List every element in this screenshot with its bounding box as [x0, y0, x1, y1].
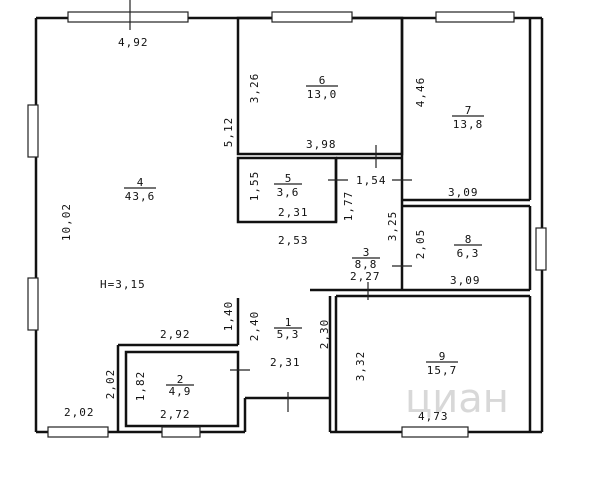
dim-2-31-room1: 2,31	[270, 356, 301, 369]
dim-4-73: 4,73	[418, 410, 449, 423]
dim-3-98: 3,98	[306, 138, 337, 151]
room-label-8: 8 6,3	[454, 233, 482, 260]
room-number: 9	[439, 350, 446, 363]
dim-bottom-2-02: 2,02	[64, 406, 95, 419]
room-label-4: 4 43,6	[124, 176, 156, 203]
dimension-labels: 4,92 10,02 2,02 2,02 5,12 2,92 1,40 3,26…	[60, 36, 481, 423]
room-number: 7	[465, 104, 472, 117]
dim-4-46: 4,46	[414, 77, 427, 108]
dim-1-55: 1,55	[248, 171, 261, 202]
room-number: 1	[285, 316, 292, 329]
dim-2-72: 2,72	[160, 408, 191, 421]
dim-1-82: 1,82	[134, 371, 147, 402]
windows	[27, 11, 547, 438]
room-labels: 1 5,3 2 4,9 3 8,8 4 43,6 5 3,6 6 13,0	[124, 74, 484, 398]
dim-3-26: 3,26	[248, 73, 261, 104]
dim-2-27: 2,27	[350, 270, 381, 283]
room-label-2: 2 4,9	[166, 373, 194, 398]
room-area: 6,3	[457, 247, 480, 260]
room-area: 3,6	[277, 186, 300, 199]
dim-2-53: 2,53	[278, 234, 309, 247]
room-area: 13,8	[453, 118, 484, 131]
dim-2-40: 2,40	[248, 311, 261, 342]
room-label-5: 5 3,6	[274, 172, 302, 199]
dim-3-09-room7: 3,09	[448, 186, 479, 199]
dim-top-4-92: 4,92	[118, 36, 149, 49]
ceiling-height: H=3,15	[100, 278, 146, 291]
dim-left-2-02: 2,02	[104, 369, 117, 400]
dim-2-92: 2,92	[160, 328, 191, 341]
room-label-1: 1 5,3	[274, 316, 302, 341]
room-number: 5	[285, 172, 292, 185]
room-area: 5,3	[277, 328, 300, 341]
room-number: 3	[363, 246, 370, 259]
room-number: 6	[319, 74, 326, 87]
dim-5-12: 5,12	[222, 117, 235, 148]
dim-3-09-room8: 3,09	[450, 274, 481, 287]
room-area: 43,6	[125, 190, 156, 203]
dimension-ticks	[129, 0, 412, 412]
room-number: 2	[177, 373, 184, 386]
dim-1-40: 1,40	[222, 301, 235, 332]
dim-1-77: 1,77	[342, 191, 355, 222]
dim-2-05: 2,05	[414, 229, 427, 260]
dim-3-25: 3,25	[386, 211, 399, 242]
dim-left-10-02: 10,02	[60, 203, 73, 241]
room-area: 4,9	[169, 385, 192, 398]
dim-3-32: 3,32	[354, 351, 367, 382]
room-label-9: 9 15,7	[426, 350, 458, 377]
dim-1-54: 1,54	[356, 174, 387, 187]
room-label-7: 7 13,8	[452, 104, 484, 131]
dim-2-30: 2,30	[318, 319, 331, 350]
room-area: 13,0	[307, 88, 338, 101]
room-number: 8	[465, 233, 472, 246]
room-area: 15,7	[427, 364, 458, 377]
room-label-6: 6 13,0	[306, 74, 338, 101]
room-number: 4	[137, 176, 144, 189]
room-label-3: 3 8,8	[352, 246, 380, 271]
watermark: циан	[405, 376, 509, 422]
dim-2-31-room5: 2,31	[278, 206, 309, 219]
room-area: 8,8	[355, 258, 378, 271]
